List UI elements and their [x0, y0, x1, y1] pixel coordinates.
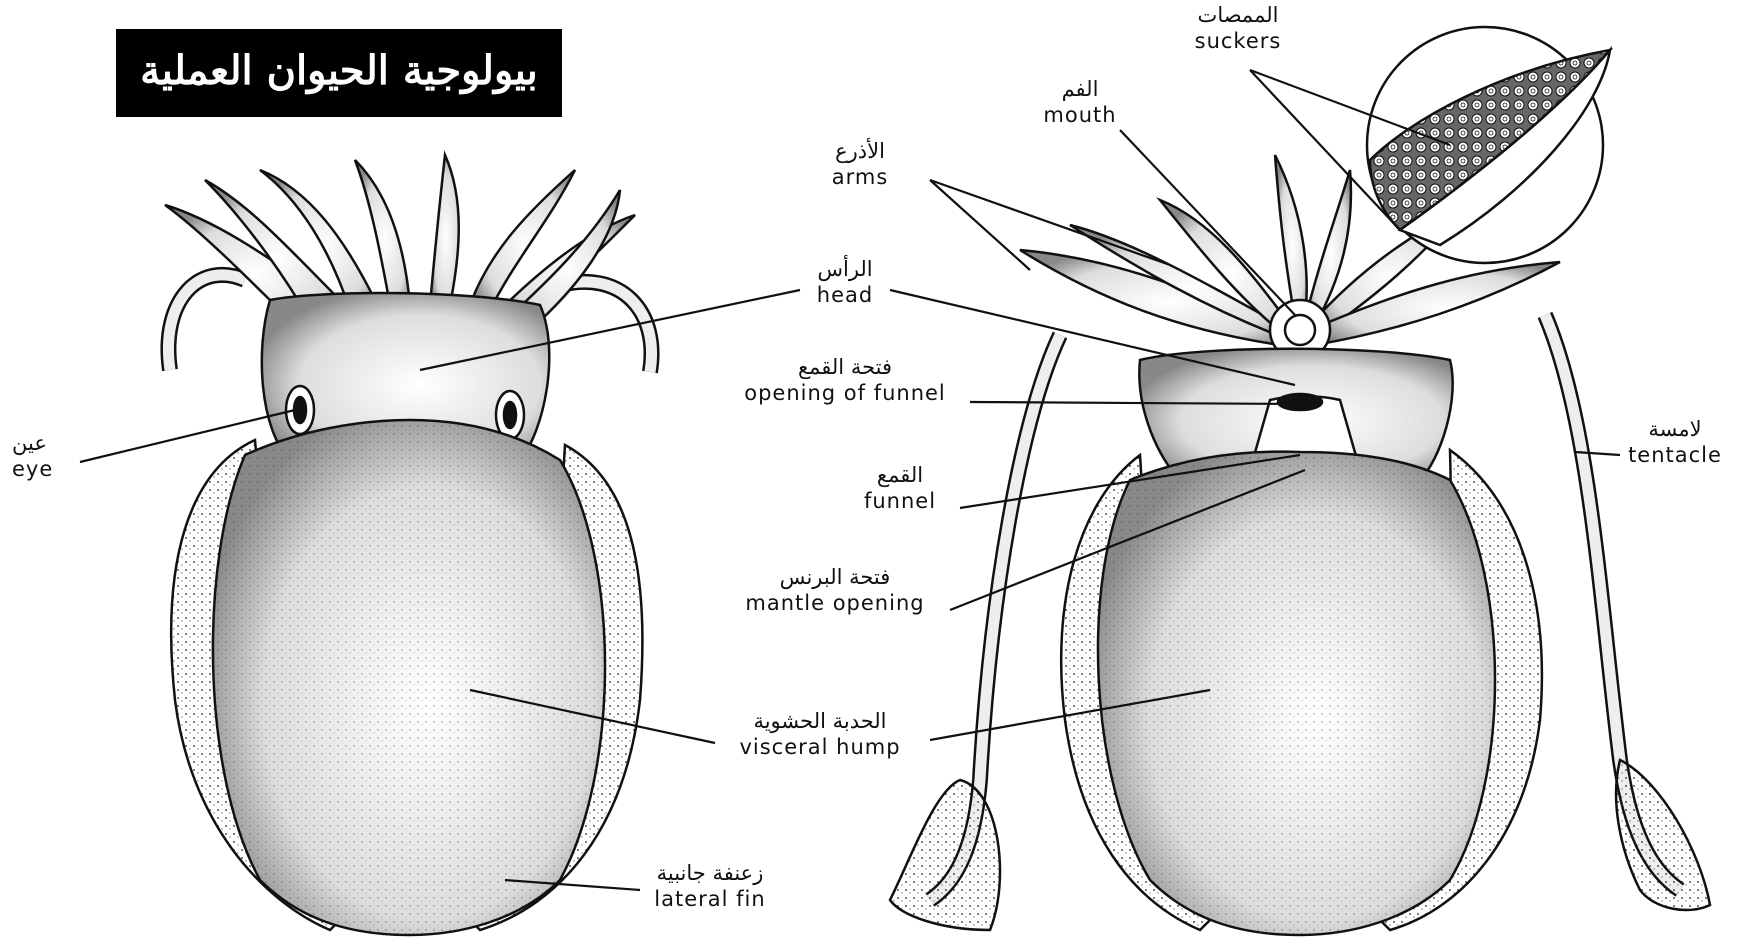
diagram-title: بيولوجية الحيوان العملية	[116, 47, 562, 94]
label-eye: عين eye	[12, 432, 92, 480]
label-visceral-hump: الحدبة الحشوية visceral hump	[710, 710, 930, 758]
label-suckers-en: suckers	[1168, 30, 1308, 52]
label-lateral-fin-ar: زعنفة جانبية	[630, 862, 790, 884]
label-mouth-ar: الفم	[1020, 78, 1140, 100]
label-arms-ar: الأذرع	[800, 140, 920, 162]
label-arms-en: arms	[800, 166, 920, 188]
right-club-left	[890, 780, 1000, 930]
funnel-opening-icon	[1278, 394, 1322, 410]
label-visceral-hump-ar: الحدبة الحشوية	[710, 710, 930, 732]
left-tentacle-right	[560, 282, 652, 372]
label-opening-of-funnel-en: opening of funnel	[720, 382, 970, 404]
label-lateral-fin-en: lateral fin	[630, 888, 790, 910]
label-opening-of-funnel-ar: فتحة القمع	[720, 356, 970, 378]
label-suckers: الممصات suckers	[1168, 4, 1308, 52]
label-head-en: head	[790, 284, 900, 306]
label-mantle-opening-ar: فتحة البرنس	[720, 566, 950, 588]
label-head: الرأس head	[790, 258, 900, 306]
label-eye-ar: عين	[12, 432, 92, 454]
label-lateral-fin: زعنفة جانبية lateral fin	[630, 862, 790, 910]
left-tentacle-left	[168, 275, 245, 370]
label-head-ar: الرأس	[790, 258, 900, 280]
label-tentacle: لامسة tentacle	[1615, 418, 1735, 466]
label-funnel: القمع funnel	[840, 464, 960, 512]
left-cuttlefish	[165, 155, 652, 935]
label-tentacle-ar: لامسة	[1615, 418, 1735, 440]
label-mouth: الفم mouth	[1020, 78, 1140, 126]
label-visceral-hump-en: visceral hump	[710, 736, 930, 758]
label-mantle-opening-en: mantle opening	[720, 592, 950, 614]
title-banner: بيولوجية الحيوان العملية	[116, 29, 562, 117]
label-mouth-en: mouth	[1020, 104, 1140, 126]
label-mantle-opening: فتحة البرنس mantle opening	[720, 566, 950, 614]
label-funnel-en: funnel	[840, 490, 960, 512]
right-cuttlefish	[890, 155, 1710, 935]
label-tentacle-en: tentacle	[1615, 444, 1735, 466]
label-suckers-ar: الممصات	[1168, 4, 1308, 26]
right-club-right	[1616, 760, 1710, 910]
label-arms: الأذرع arms	[800, 140, 920, 188]
label-eye-en: eye	[12, 458, 92, 480]
label-opening-of-funnel: فتحة القمع opening of funnel	[720, 356, 970, 404]
label-funnel-ar: القمع	[840, 464, 960, 486]
suckers-inset	[1367, 27, 1610, 263]
